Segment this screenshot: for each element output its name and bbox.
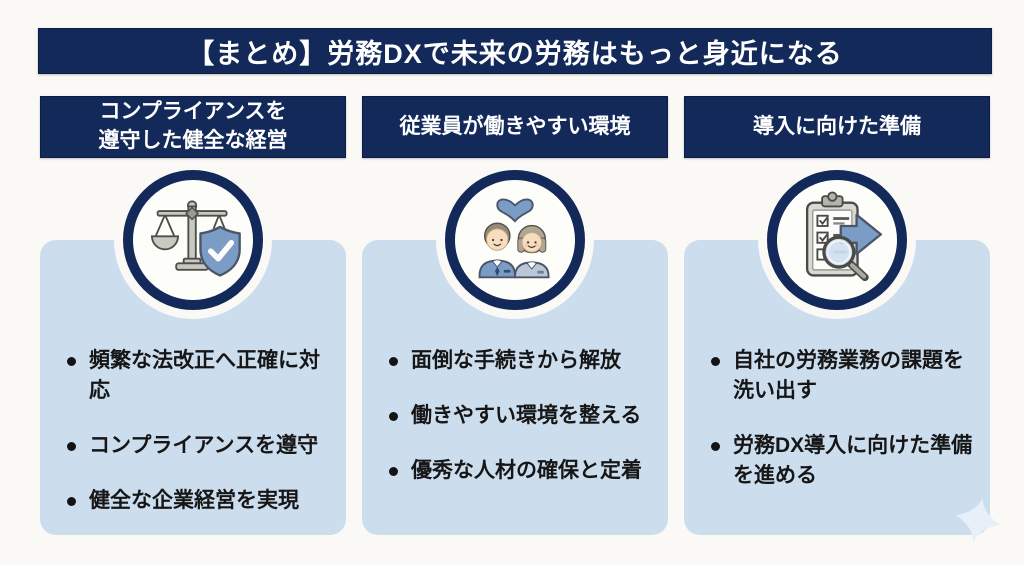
bullet-dot (389, 467, 398, 476)
bullet-dot (711, 357, 720, 366)
bullet-text: 頻繁な法改正へ正確に対応 (89, 349, 320, 402)
bullet-text: 健全な企業経営を実現 (89, 489, 299, 512)
couple-heart-icon (478, 198, 550, 279)
list-item: 優秀な人材の確保と定着 (386, 456, 652, 486)
bullet-text: 自社の労務業務の課題を洗い出す (733, 349, 964, 402)
column3-header-label: 導入に向けた準備 (753, 114, 921, 138)
clipboard-search-arrow-icon (805, 191, 883, 282)
list-item: 頻繁な法改正へ正確に対応 (64, 346, 330, 406)
bullet-text: 優秀な人材の確保と定着 (411, 459, 642, 482)
column1-header-label: コンプライアンスを 遵守した健全な経営 (98, 100, 288, 152)
bullet-text: 労務DX導入に向けた準備を進める (733, 434, 973, 487)
column3-icon-badge (767, 170, 907, 310)
bullet-dot (389, 357, 398, 366)
slide-title: 【まとめ】労務DXで未来の労務はもっと身近になる (187, 38, 843, 69)
list-item: 健全な企業経営を実現 (64, 486, 330, 516)
bullet-text: 面倒な手続きから解放 (411, 349, 621, 372)
list-item: コンプライアンスを遵守 (64, 431, 330, 461)
column3-header: 導入に向けた準備 (684, 96, 990, 158)
sparkle-icon (955, 497, 1001, 543)
bullet-dot (711, 442, 720, 451)
slide-title-banner: 【まとめ】労務DXで未来の労務はもっと身近になる (38, 28, 992, 74)
list-item: 自社の労務業務の課題を洗い出す (708, 346, 974, 406)
bullet-text: 働きやすい環境を整える (411, 404, 642, 427)
column2-header-label: 従業員が働きやすい環境 (399, 114, 631, 138)
bullet-dot (67, 357, 76, 366)
column1-icon-badge (123, 170, 263, 310)
column1-bullet-list: 頻繁な法改正へ正確に対応 コンプライアンスを遵守 健全な企業経営を実現 (40, 240, 346, 516)
list-item: 働きやすい環境を整える (386, 401, 652, 431)
column3-bullet-list: 自社の労務業務の課題を洗い出す 労務DX導入に向けた準備を進める (684, 240, 990, 491)
bullet-dot (67, 497, 76, 506)
column2-header: 従業員が働きやすい環境 (362, 96, 668, 158)
bullet-text: コンプライアンスを遵守 (89, 434, 319, 457)
scale-shield-icon (150, 200, 241, 277)
bullet-dot (67, 442, 76, 451)
column2-bullet-list: 面倒な手続きから解放 働きやすい環境を整える 優秀な人材の確保と定着 (362, 240, 668, 486)
list-item: 労務DX導入に向けた準備を進める (708, 431, 974, 491)
list-item: 面倒な手続きから解放 (386, 346, 652, 376)
column2-icon-badge (445, 170, 585, 310)
column1-header: コンプライアンスを 遵守した健全な経営 (40, 96, 346, 158)
bullet-dot (389, 412, 398, 421)
